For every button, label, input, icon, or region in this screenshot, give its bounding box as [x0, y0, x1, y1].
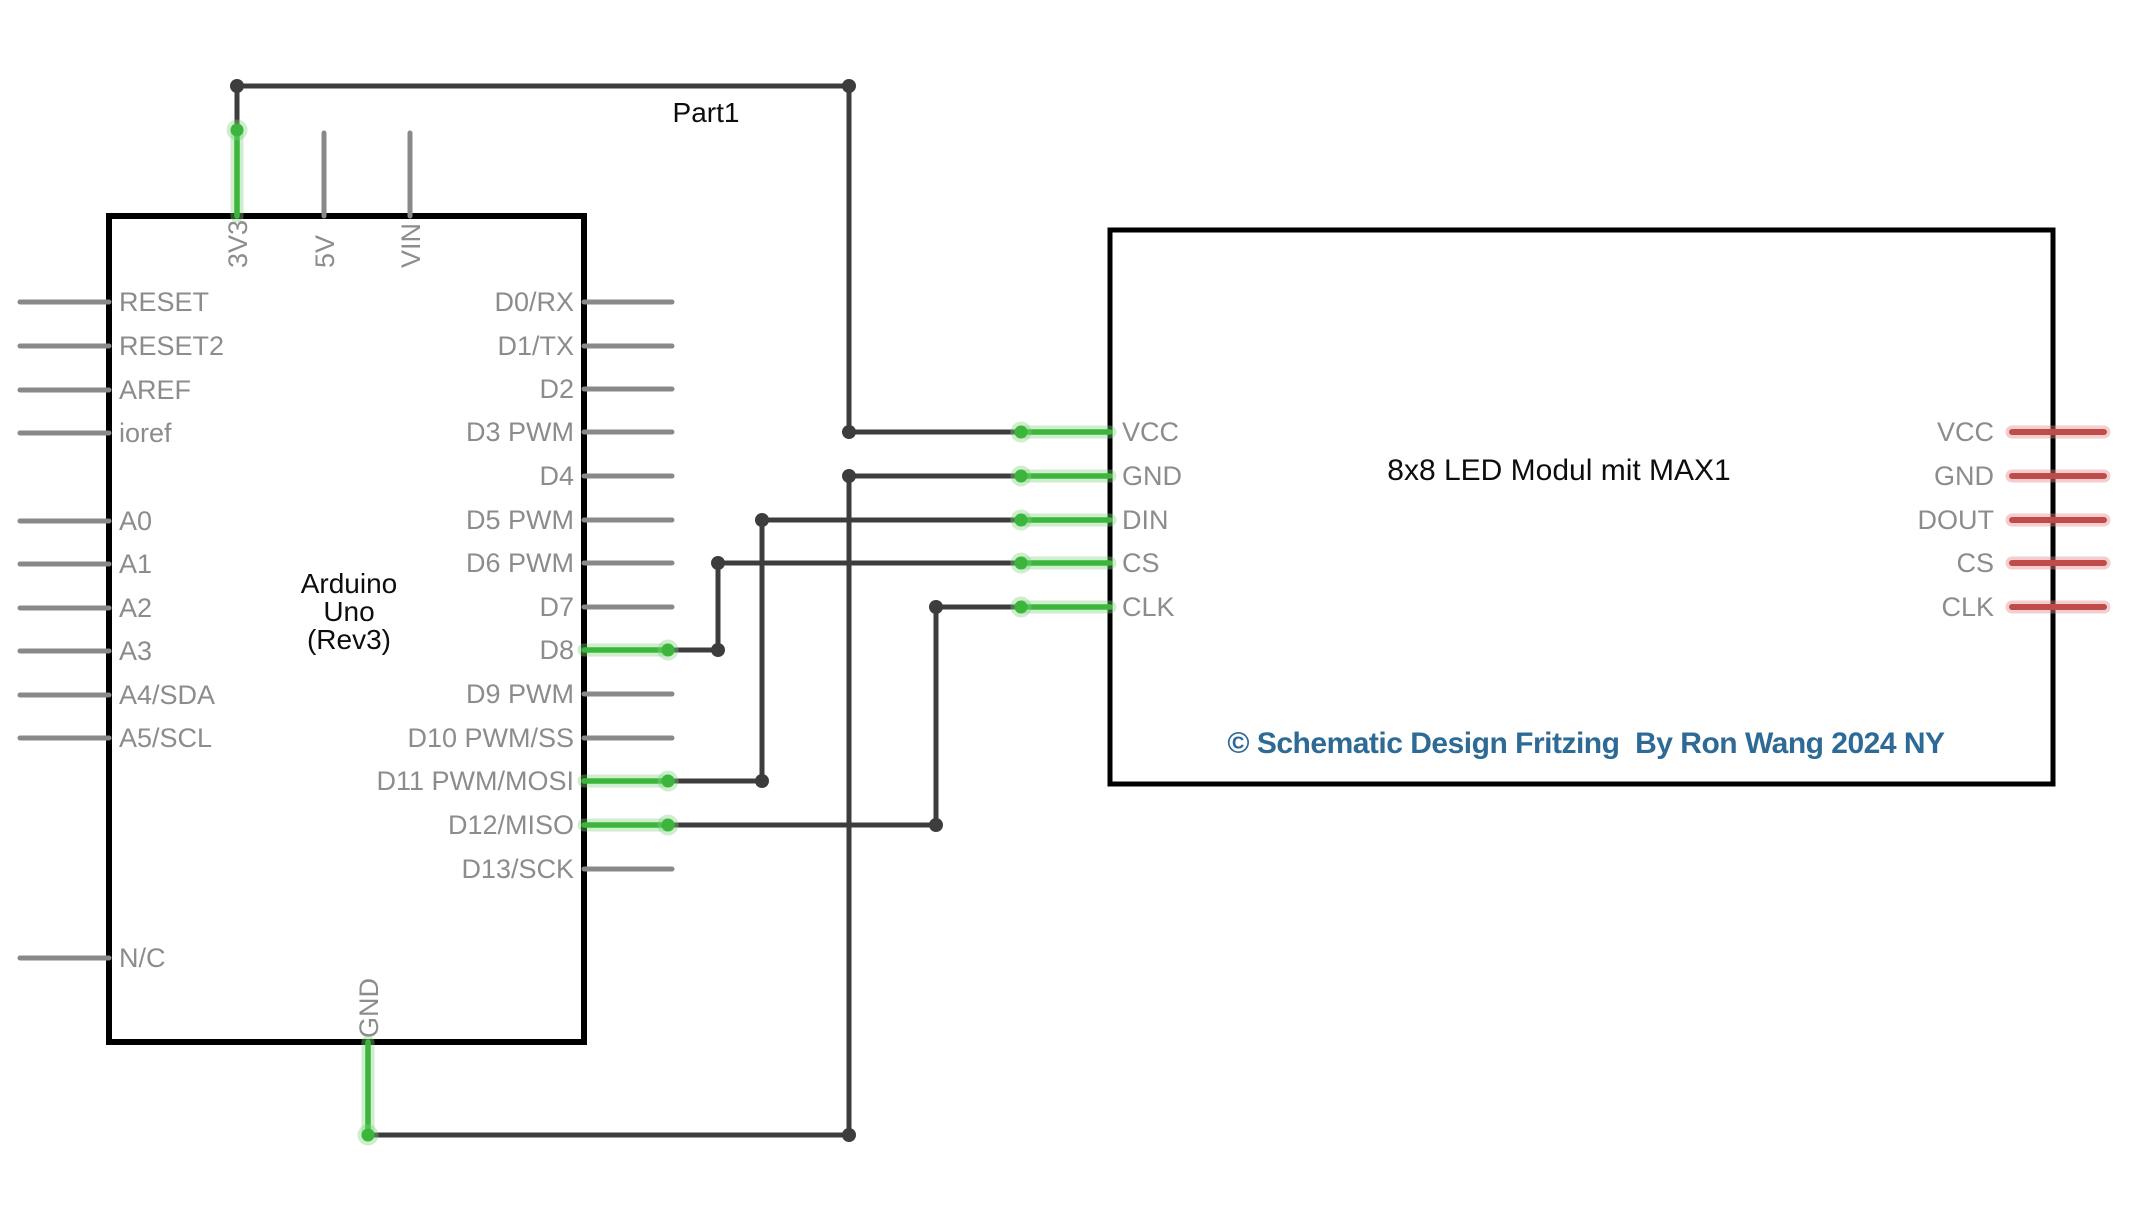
pin-label-d12-miso: D12/MISO [448, 810, 574, 840]
pin-label-gnd: GND [354, 978, 384, 1038]
pin-label-vcc: VCC [1122, 417, 1179, 447]
wire-bendpoint[interactable] [842, 425, 856, 439]
arduino-body[interactable] [106, 213, 587, 1045]
wire-bendpoint[interactable] [842, 79, 856, 93]
arduino-title-line1: Arduino [301, 568, 398, 599]
connection-point[interactable] [361, 1128, 375, 1142]
pin-label-3v3: 3V3 [223, 220, 253, 268]
wire-d11-to-din[interactable] [665, 517, 1024, 784]
arduino-title-line3: (Rev3) [307, 624, 391, 655]
led-module-body[interactable] [1107, 227, 2056, 787]
pin-label-dout: DOUT [1918, 505, 1995, 535]
pin-label-d8: D8 [539, 635, 574, 665]
pin-label-d1-tx: D1/TX [497, 331, 574, 361]
connection-point[interactable] [661, 818, 675, 832]
pin-label-d13-sck: D13/SCK [461, 854, 574, 884]
connection-point[interactable] [661, 643, 675, 657]
connection-point[interactable] [1014, 556, 1028, 570]
pin-label-clk: CLK [1941, 592, 1994, 622]
pin-label-d9-pwm: D9 PWM [466, 679, 574, 709]
pin-label-d7: D7 [539, 592, 574, 622]
wire-bendpoint[interactable] [842, 469, 856, 483]
pin-label-vcc: VCC [1937, 417, 1994, 447]
pin-label-d2: D2 [539, 374, 574, 404]
pin-label-aref: AREF [119, 375, 191, 405]
pin-label-clk: CLK [1122, 592, 1175, 622]
pin-label-reset: RESET [119, 287, 209, 317]
pin-label-a1: A1 [119, 549, 152, 579]
connection-point[interactable] [661, 774, 675, 788]
arduino-title-line2: Uno [323, 596, 374, 627]
wire-bendpoint[interactable] [755, 513, 769, 527]
pin-label-cs: CS [1956, 548, 1994, 578]
wire-d8-to-cs[interactable] [665, 560, 1024, 653]
pin-label-d6-pwm: D6 PWM [466, 548, 574, 578]
connection-point[interactable] [1014, 600, 1028, 614]
pin-label-a0: A0 [119, 506, 152, 536]
pin-label-d0-rx: D0/RX [494, 287, 574, 317]
wire-gnd-to-gnd[interactable] [365, 473, 1024, 1138]
wire-bendpoint[interactable] [755, 774, 769, 788]
connection-point[interactable] [230, 123, 244, 137]
wire-bendpoint[interactable] [929, 818, 943, 832]
pin-label-a3: A3 [119, 636, 152, 666]
pin-label-reset2: RESET2 [119, 331, 224, 361]
wire-bendpoint[interactable] [842, 1128, 856, 1142]
watermark-text: © Schematic Design Fritzing By Ron Wang … [1227, 727, 1945, 760]
part1-label[interactable]: Part1 [673, 97, 740, 128]
pin-label-n-c: N/C [119, 943, 166, 973]
pin-label-gnd: GND [1934, 461, 1994, 491]
wire-bendpoint[interactable] [929, 600, 943, 614]
pin-label-din: DIN [1122, 505, 1169, 535]
pin-label-vin: VIN [396, 223, 426, 268]
pin-label-a2: A2 [119, 593, 152, 623]
pin-label-d4: D4 [539, 461, 574, 491]
wire-bendpoint[interactable] [230, 79, 244, 93]
pin-label-cs: CS [1122, 548, 1160, 578]
pin-label-d3-pwm: D3 PWM [466, 417, 574, 447]
pin-label-a4-sda: A4/SDA [119, 680, 215, 710]
wire-bendpoint[interactable] [711, 556, 725, 570]
pin-label-gnd: GND [1122, 461, 1182, 491]
pin-label-d5-pwm: D5 PWM [466, 505, 574, 535]
led-module-title: 8x8 LED Modul mit MAX1 [1387, 454, 1730, 487]
pin-label-5v: 5V [310, 235, 340, 268]
pin-label-ioref: ioref [119, 418, 172, 448]
wire-bendpoint[interactable] [711, 643, 725, 657]
pin-label-d11-pwm-mosi: D11 PWM/MOSI [376, 766, 574, 796]
pin-label-a5-scl: A5/SCL [119, 723, 212, 753]
connection-point[interactable] [1014, 425, 1028, 439]
pin-label-d10-pwm-ss: D10 PWM/SS [407, 723, 574, 753]
wire-d12-to-clk[interactable] [665, 604, 1024, 828]
connection-point[interactable] [1014, 469, 1028, 483]
connection-point[interactable] [1014, 513, 1028, 527]
